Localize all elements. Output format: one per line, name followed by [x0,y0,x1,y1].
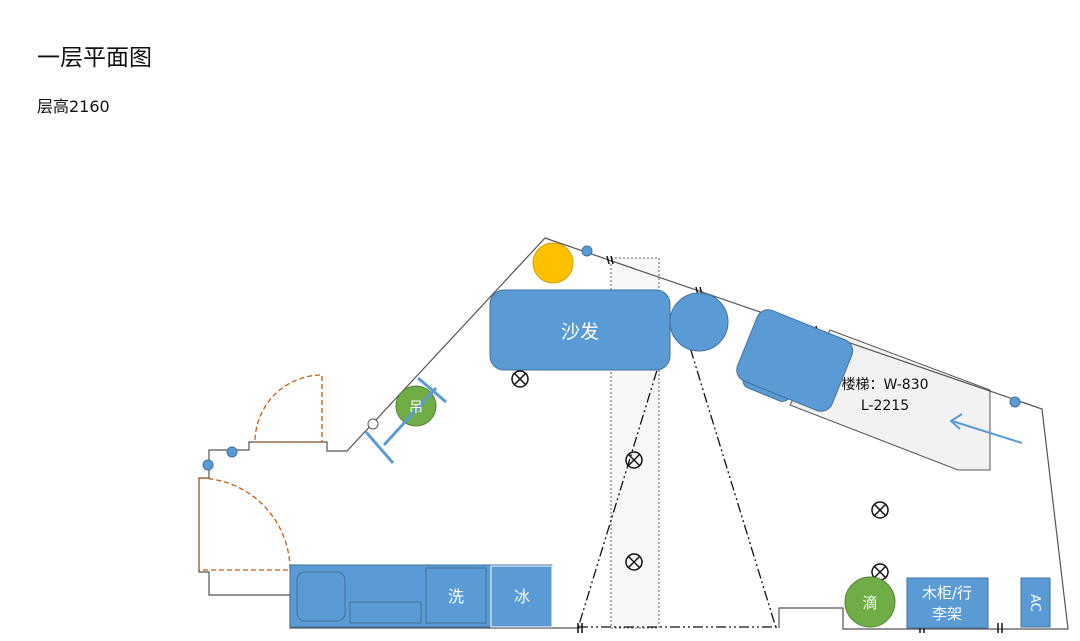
ceiling-light-icon [871,501,889,519]
ac-label: AC [1027,594,1042,612]
kitchen-counter[interactable]: 洗 冰 [289,564,553,628]
door-top [254,374,323,443]
fridge-label: 冰 [514,587,530,606]
washer-label: 洗 [448,587,464,606]
switch-icon [367,418,379,430]
ceiling-light-icon [625,451,643,469]
cabinet-label-1: 木柜/行 [922,584,972,602]
hanging-chair[interactable]: 吊 [364,376,447,464]
wall-sockets [202,245,1021,471]
round-table[interactable] [669,292,729,352]
fridge [490,565,553,628]
hanging-chair-label: 吊 [409,400,423,416]
socket-icon [202,459,214,471]
page-title: 一层平面图 [37,45,152,71]
stove [349,601,422,624]
air-conditioner[interactable]: AC [1020,577,1051,628]
door-left [198,477,291,571]
armchair[interactable] [731,306,856,419]
ceiling-lights [511,370,889,581]
ceiling-light-icon [625,553,643,571]
sofa-label: 沙发 [561,321,599,343]
cabinet-label-2: 李架 [932,605,962,623]
floor-height-label: 层高2160 [37,97,110,116]
floor-lamp [532,242,574,284]
stairs-label: 楼梯：W-830 [841,377,928,393]
drip-plant[interactable]: 滴 [844,576,896,628]
washer [425,567,487,624]
stairs-direction-arrow [949,413,1023,444]
wood-cabinet-luggage-rack[interactable]: 木柜/行 李架 [906,577,989,629]
sink [296,571,346,622]
stairs-length-label: L-2215 [861,398,909,414]
socket-icon [1009,396,1021,408]
wall-outline [198,237,1069,630]
ceiling-light-icon [511,370,529,388]
drip-label: 滴 [862,594,877,612]
ceiling-light-icon [871,563,889,581]
socket-icon [226,446,238,458]
socket-icon [581,245,593,257]
ceiling-projection-lines [577,304,779,629]
sofa[interactable]: 沙发 [489,289,671,371]
